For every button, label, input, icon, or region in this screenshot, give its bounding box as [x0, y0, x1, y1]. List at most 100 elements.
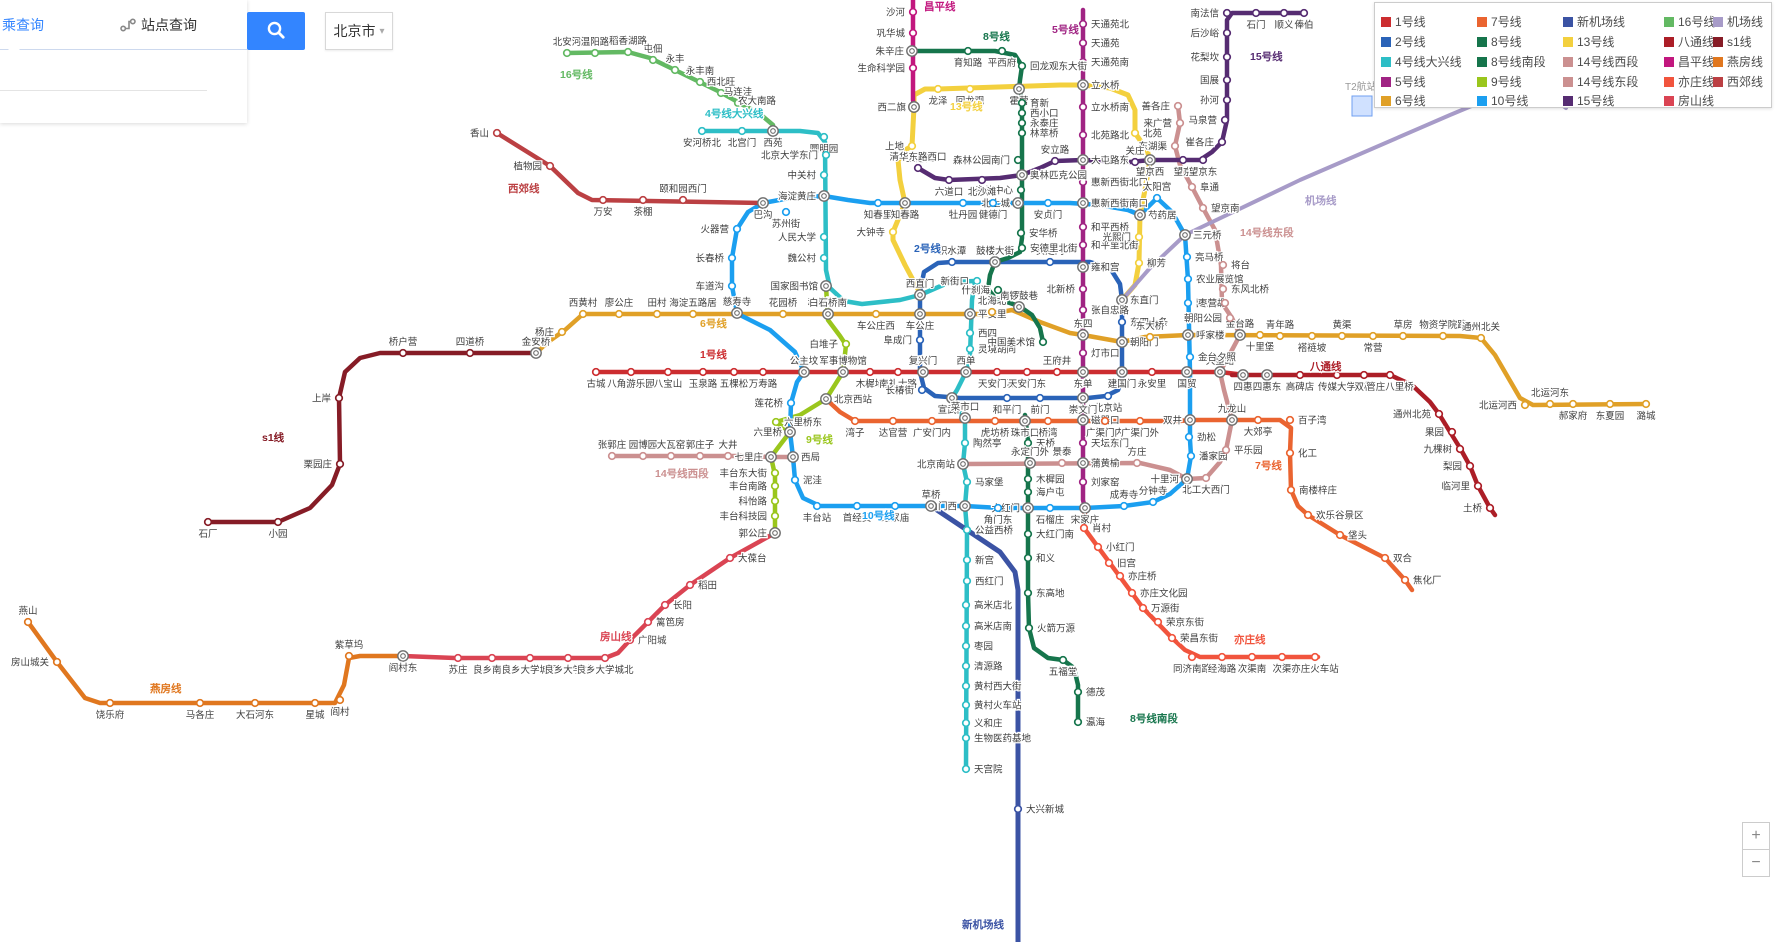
station-海户屯[interactable]: 海户屯	[1023, 485, 1066, 500]
station-瀛海[interactable]: 瀛海	[1073, 715, 1107, 730]
station-育知路[interactable]: 育知路	[952, 46, 984, 70]
station-朝阳公园[interactable]: 朝阳公园	[1183, 312, 1235, 326]
station-东高地[interactable]: 东高地	[1023, 586, 1066, 601]
station-石榴庄[interactable]: 石榴庄	[1034, 503, 1066, 527]
station-朱辛庄[interactable]: 朱辛庄	[874, 44, 918, 59]
station-天桥[interactable]: 天桥	[1023, 436, 1057, 451]
station-七里庄[interactable]: 七里庄	[733, 450, 777, 465]
station-虎坊桥[interactable]: 虎坊桥	[979, 416, 1011, 440]
station-北沙滩[interactable]: 北沙滩	[966, 175, 998, 199]
station-枣园[interactable]: 枣园	[961, 640, 994, 654]
station-前门[interactable]: 前门	[1029, 393, 1051, 417]
station-首经贸[interactable]: 首经贸	[841, 501, 873, 525]
station-北运河西[interactable]: 北运河西	[1478, 398, 1530, 413]
station-惠新西街南口[interactable]: 惠新西街南口	[1077, 196, 1149, 211]
station-景泰[interactable]: 景泰	[1051, 445, 1073, 468]
station-六里桥[interactable]: 六里桥	[752, 425, 796, 440]
city-selector[interactable]: 北京市 ▾	[325, 12, 393, 50]
station-亦庄火车站[interactable]: 亦庄火车站	[1290, 652, 1340, 676]
search-form-area[interactable]	[0, 50, 247, 123]
station-玉泉路[interactable]: 玉泉路	[687, 367, 719, 391]
station-丰台科技园[interactable]: 丰台科技园	[718, 509, 780, 524]
station-木樨园[interactable]: 木樨园	[1023, 472, 1066, 487]
station-焦化厂[interactable]: 焦化厂	[1400, 573, 1443, 588]
station-广阳城[interactable]: 广阳城	[625, 633, 668, 648]
station-花梨坎[interactable]: 花梨坎	[1189, 50, 1232, 65]
station-南礼士路[interactable]: 南礼士路	[878, 367, 919, 391]
station-荣京东街[interactable]: 荣京东街	[1153, 615, 1206, 630]
station-慈寿寺[interactable]: 慈寿寺	[721, 295, 753, 319]
zoom-out-button[interactable]: −	[1742, 849, 1770, 877]
station-经海路[interactable]: 经海路	[1206, 652, 1238, 676]
station-北京站[interactable]: 北京站	[1092, 391, 1124, 415]
station-上岸[interactable]: 上岸	[311, 392, 344, 406]
station-潞城[interactable]: 潞城	[1635, 399, 1657, 423]
station-五福堂[interactable]: 五福堂	[1047, 655, 1079, 679]
station-大屯路东[interactable]: 大屯路东	[1077, 153, 1130, 168]
tab-station-query[interactable]: 站点查询	[120, 15, 197, 35]
station-化工[interactable]: 化工	[1285, 446, 1319, 461]
station-西四[interactable]: 西四	[965, 327, 998, 341]
station-八宝山[interactable]: 八宝山	[652, 367, 684, 391]
station-安河桥北[interactable]: 安河桥北	[682, 126, 723, 150]
station-东单[interactable]: 东单	[1072, 366, 1094, 391]
station-中关村[interactable]: 中关村	[786, 168, 829, 183]
station-十里河[interactable]: 十里河	[1149, 472, 1193, 487]
search-button[interactable]	[247, 12, 305, 50]
station-王府井[interactable]: 王府井	[1041, 354, 1073, 377]
station-长春桥[interactable]: 长春桥	[694, 251, 737, 266]
station-达官营[interactable]: 达官营	[877, 416, 909, 440]
station-苏庄[interactable]: 苏庄	[447, 653, 469, 677]
station-南锣鼓巷[interactable]: 南锣鼓巷	[999, 289, 1040, 313]
station-东风北桥[interactable]: 东风北桥	[1218, 282, 1271, 297]
station-同济南路[interactable]: 同济南路	[1172, 652, 1213, 676]
station-清源路[interactable]: 清源路	[961, 659, 1004, 674]
tab-transfer-query[interactable]: 乘查询	[2, 16, 44, 33]
station-荣昌东街[interactable]: 荣昌东街	[1167, 631, 1220, 646]
station-褡裢坡[interactable]: 褡裢坡	[1296, 331, 1328, 355]
station-刘家窑[interactable]: 刘家窑	[1078, 475, 1121, 490]
station-鼓楼大街[interactable]: 鼓楼大街	[975, 244, 1016, 268]
station-望京东[interactable]: 望京东	[1187, 155, 1219, 179]
station-天通苑[interactable]: 天通苑	[1078, 36, 1121, 51]
station-屯佃[interactable]: 屯佃	[642, 42, 664, 65]
station-角门东[interactable]: 角门东	[982, 503, 1014, 527]
station-青年路[interactable]: 青年路	[1264, 318, 1296, 341]
station-天坛东门[interactable]: 天坛东门	[1078, 436, 1130, 451]
station-善各庄[interactable]: 善各庄	[1140, 99, 1183, 114]
station-旧宫[interactable]: 旧宫	[1104, 556, 1137, 571]
station-丰台东大街[interactable]: 丰台东大街	[718, 466, 780, 481]
station-西黄村[interactable]: 西黄村	[567, 296, 599, 319]
station-科怡路[interactable]: 科怡路	[737, 494, 780, 509]
station-上地[interactable]: 上地	[884, 139, 917, 154]
station-阜通[interactable]: 阜通	[1187, 180, 1221, 195]
station-西直门[interactable]: 西直门	[904, 277, 936, 301]
station-梨园[interactable]: 梨园	[1442, 459, 1475, 474]
station-良乡大学城北[interactable]: 良乡大学城北	[575, 653, 635, 677]
station-亦庄文化园[interactable]: 亦庄文化园	[1127, 586, 1189, 601]
station-黄村西大街[interactable]: 黄村西大街	[961, 679, 1023, 694]
station-永安里[interactable]: 永安里	[1136, 367, 1168, 391]
station-永定门外[interactable]: 永定门外	[1010, 445, 1051, 469]
station-小园[interactable]: 小园	[267, 517, 289, 541]
station-马各庄[interactable]: 马各庄	[184, 698, 216, 722]
station-生物医药基地[interactable]: 生物医药基地	[961, 731, 1033, 746]
station-后沙峪[interactable]: 后沙峪	[1189, 27, 1232, 41]
station-知春路[interactable]: 知春路	[889, 197, 921, 222]
station-望京[interactable]: 望京	[1172, 155, 1194, 179]
station-海淀五路居[interactable]: 海淀五路居	[668, 296, 718, 319]
station-天宫院[interactable]: 天宫院	[961, 762, 1004, 777]
station-白石桥南[interactable]: 白石桥南	[808, 296, 848, 320]
station-张郭庄[interactable]: 张郭庄	[596, 438, 628, 461]
station-海淀黄庄[interactable]: 海淀黄庄	[777, 189, 830, 204]
station-通州北关[interactable]: 通州北关	[1461, 320, 1502, 343]
station-车公庄西[interactable]: 车公庄西	[856, 309, 896, 333]
station-义和庄[interactable]: 义和庄	[961, 716, 1004, 731]
station-阎村东[interactable]: 阎村东	[387, 650, 419, 675]
station-俸伯[interactable]: 俸伯	[1293, 8, 1315, 32]
station-传媒大学[interactable]: 传媒大学	[1317, 370, 1357, 394]
station-知春里[interactable]: 知春里	[862, 198, 894, 222]
station-团结湖[interactable]: 团结湖	[1183, 296, 1226, 311]
station-田村[interactable]: 田村	[646, 296, 668, 319]
station-西红门[interactable]: 西红门	[962, 574, 1005, 589]
